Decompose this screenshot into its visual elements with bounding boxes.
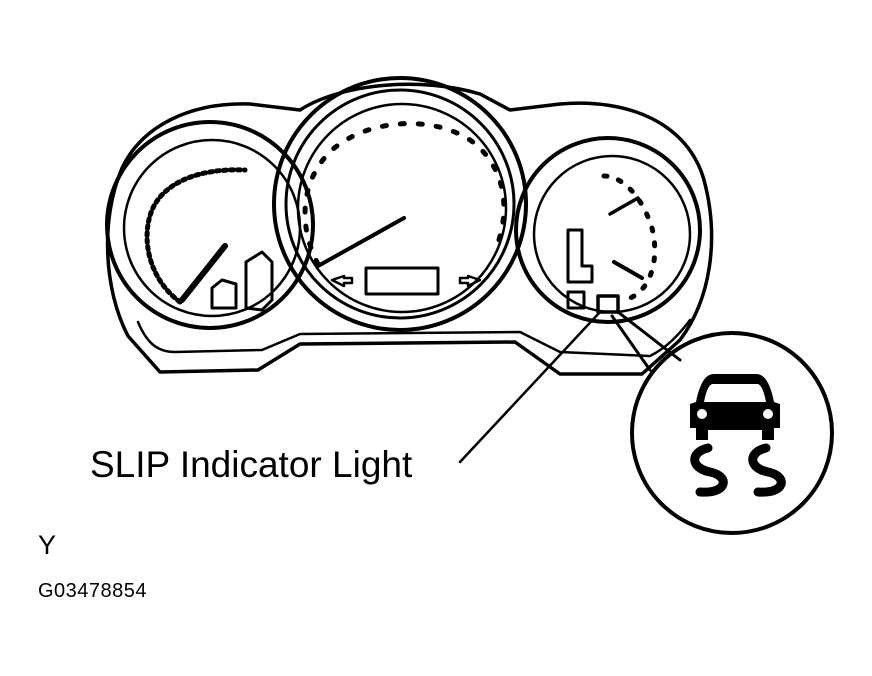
right-needle (608, 196, 640, 216)
callout-leader-line (458, 310, 602, 464)
right-needle-lower (612, 260, 644, 280)
left-gauge (105, 120, 315, 330)
right-scale (601, 173, 658, 301)
tach-needle (179, 243, 228, 303)
turn-signal-left-icon (330, 274, 354, 288)
magnified-bubble (630, 331, 834, 535)
cluster-lower-lip (136, 318, 692, 358)
slip-indicator-icon (690, 374, 786, 497)
indicator-square (566, 290, 586, 310)
view-letter: Y (38, 530, 57, 560)
zoom-line-right (616, 310, 682, 362)
slip-indicator-label: SLIP Indicator Light (90, 444, 413, 485)
turn-signal-right-icon (458, 274, 482, 288)
figure-code: G03478854 (38, 580, 148, 602)
right-gauge (514, 136, 702, 324)
speedo-scale (302, 121, 507, 267)
speedo-needle (316, 216, 406, 268)
center-gauge (272, 76, 528, 332)
zoom-line-left (610, 314, 652, 372)
shift-indicator (566, 228, 594, 284)
tach-scale-arc (144, 167, 248, 305)
odometer-display (364, 266, 440, 296)
fuel-gauge-window (210, 278, 238, 310)
temp-gauge-window (244, 250, 274, 312)
slip-indicator-lamp (596, 294, 620, 314)
